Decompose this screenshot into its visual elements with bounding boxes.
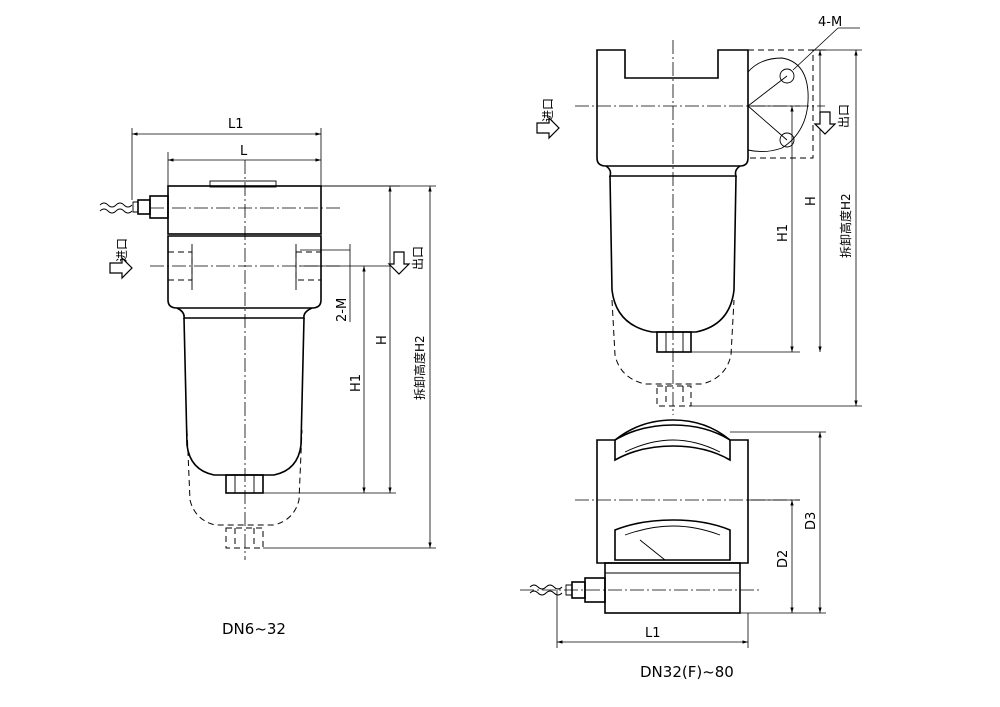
right-inlet-label: 进口 xyxy=(541,98,555,122)
right-outlet-arrow-icon xyxy=(813,111,837,135)
left-outlet-label: 出口 xyxy=(411,246,425,270)
left-filter-drawing: L1 L 2-M H1 H 拆卸高度H2 进口 出口 DN6~ xyxy=(99,117,436,638)
left-electric-connector xyxy=(99,195,169,219)
left-dim-h2: 拆卸高度H2 xyxy=(412,335,427,400)
right-dim-l1: L1 xyxy=(645,626,661,641)
right-caption: DN32(F)~80 xyxy=(640,663,734,681)
right-dim-4m: 4-M xyxy=(818,15,842,30)
right-side-view: D2 D3 L1 DN32(F)~80 xyxy=(520,419,826,681)
right-inlet-arrow-icon xyxy=(536,116,560,140)
left-caption: DN6~32 xyxy=(222,620,286,638)
left-dim-h1: H1 xyxy=(349,374,364,392)
right-dim-d2: D2 xyxy=(776,550,791,568)
right-electric-connector xyxy=(529,577,606,603)
right-outlet-label: 出口 xyxy=(837,104,851,128)
left-inlet-arrow-icon xyxy=(109,256,133,280)
right-filter-drawing: 4-M H1 H 拆卸高度H2 进口 出口 xyxy=(536,15,862,415)
right-dim-h1: H1 xyxy=(776,224,791,242)
left-dim-l: L xyxy=(240,144,248,159)
left-dim-2m: 2-M xyxy=(335,298,350,322)
left-dim-l1: L1 xyxy=(228,117,244,132)
left-inlet-label: 进口 xyxy=(115,238,129,262)
left-outlet-arrow-icon xyxy=(387,251,411,275)
right-dim-h2: 拆卸高度H2 xyxy=(838,193,853,258)
left-dim-h: H xyxy=(375,335,390,345)
right-dim-h: H xyxy=(804,196,819,206)
right-dim-d3: D3 xyxy=(804,512,819,530)
